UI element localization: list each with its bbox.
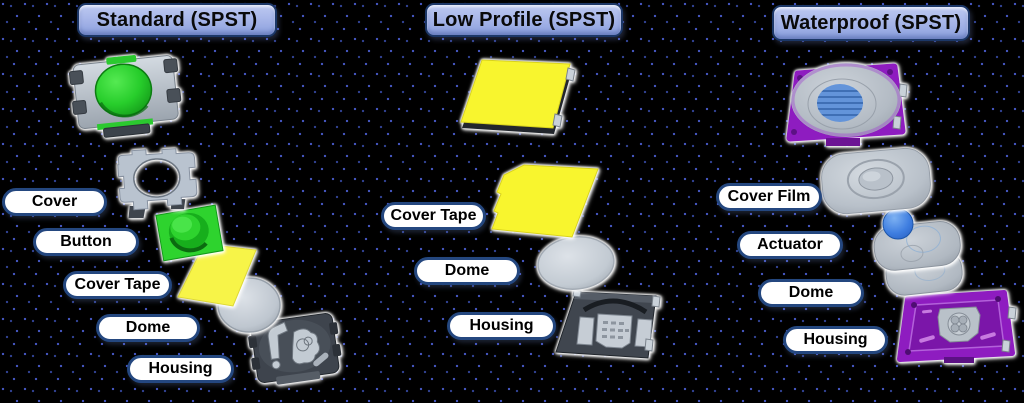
standard-button-image	[155, 204, 224, 262]
label-standard-cover: Cover	[2, 188, 107, 216]
label-low-profile-dome: Dome	[414, 257, 520, 285]
label-standard-button: Button	[33, 228, 139, 256]
standard-cover-image	[117, 148, 198, 219]
label-waterproof-actuator: Actuator	[737, 231, 843, 259]
label-waterproof-cover-film: Cover Film	[716, 183, 822, 211]
waterproof-switch-image	[786, 63, 908, 146]
label-low-profile-cover-tape: Cover Tape	[381, 202, 486, 230]
waterproof-housing-image	[897, 290, 1017, 363]
low-profile-cover-tape-image	[491, 164, 599, 238]
waterproof-actuator-image	[873, 208, 961, 271]
label-low-profile-housing: Housing	[447, 312, 556, 340]
standard-housing-image	[248, 312, 342, 385]
low-profile-housing-image	[555, 289, 661, 359]
low-profile-switch-image	[460, 59, 576, 134]
header-low-profile: Low Profile (SPST)	[425, 3, 623, 37]
standard-cover-tape-image	[177, 243, 257, 307]
header-waterproof: Waterproof (SPST)	[772, 5, 970, 41]
label-standard-cover-tape: Cover Tape	[63, 271, 172, 299]
label-standard-dome: Dome	[96, 314, 200, 342]
low-profile-dome-image	[537, 236, 615, 290]
header-standard: Standard (SPST)	[77, 3, 277, 37]
label-waterproof-housing: Housing	[783, 326, 888, 354]
standard-switch-image	[68, 54, 182, 138]
waterproof-cover-film-image	[821, 147, 931, 215]
label-standard-housing: Housing	[127, 355, 234, 383]
label-waterproof-dome: Dome	[758, 279, 864, 307]
